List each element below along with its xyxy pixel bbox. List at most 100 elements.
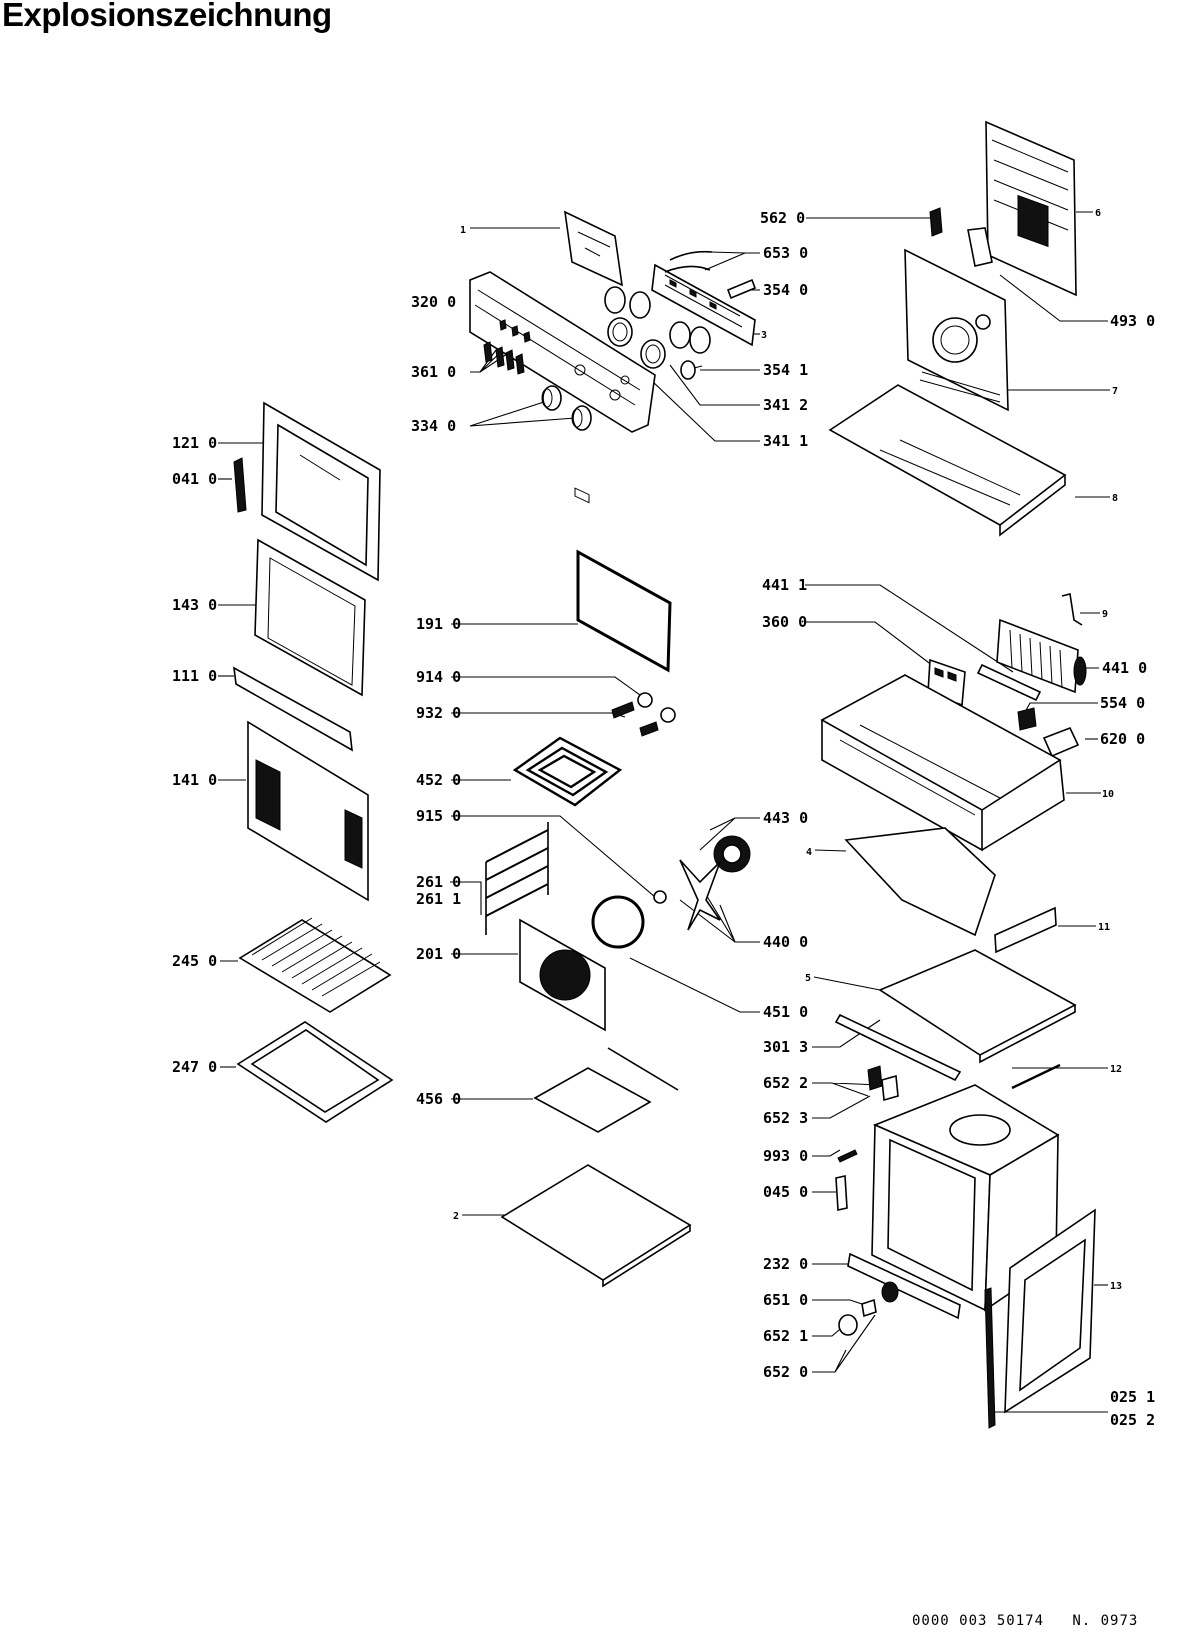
part-261-shelf-supports xyxy=(485,822,549,935)
label-part: 141 0 xyxy=(172,771,217,789)
part-041-hinge xyxy=(233,457,247,513)
label-part: 443 0 xyxy=(763,809,808,827)
label-part: 652 2 xyxy=(763,1074,808,1092)
part-201-fan-cover xyxy=(519,918,606,1032)
label-part: 456 0 xyxy=(416,1090,461,1108)
label-part: 261 1 xyxy=(416,890,461,908)
part-3-switch-board xyxy=(651,263,756,347)
page-title: Explosionszeichnung xyxy=(2,0,332,33)
part-7-rear-panel xyxy=(904,248,1009,412)
part-labels: 1 320 0 361 0 334 0 562 0 653 0 354 0 3 … xyxy=(172,208,1155,1429)
label-part: 341 2 xyxy=(763,396,808,414)
part-441-1-bar xyxy=(976,663,1042,702)
label-part: 201 0 xyxy=(416,945,461,963)
part-651-lamp-socket xyxy=(861,1298,877,1318)
label-part: 111 0 xyxy=(172,667,217,685)
label-part: 4 xyxy=(806,847,812,858)
part-334-knobs xyxy=(541,385,592,431)
label-part: 915 0 xyxy=(416,807,461,825)
part-652-2-lamp-cover xyxy=(867,1065,883,1091)
footer-revision: N. 0973 xyxy=(1072,1613,1139,1629)
label-part: 121 0 xyxy=(172,434,217,452)
part-143-inner-glass xyxy=(254,538,366,697)
part-354-0 xyxy=(726,278,757,300)
label-part: 1 xyxy=(460,225,466,236)
part-452-grill-element xyxy=(512,736,623,807)
label-part: 12 xyxy=(1110,1064,1122,1075)
label-part: 554 0 xyxy=(1100,694,1145,712)
part-selector-rings xyxy=(604,286,711,369)
label-part: 5 xyxy=(805,973,811,984)
part-554-switch xyxy=(1017,707,1037,731)
label-part: 334 0 xyxy=(411,417,456,435)
part-1-control-overlay xyxy=(564,210,623,504)
label-part: 025 2 xyxy=(1110,1411,1155,1429)
leader-lines xyxy=(218,211,1110,1413)
label-part: 452 0 xyxy=(416,771,461,789)
part-12-rod xyxy=(1011,1063,1061,1090)
label-part: 652 1 xyxy=(763,1327,808,1345)
part-361-clips xyxy=(483,341,525,375)
part-5-base-plate xyxy=(878,949,1077,1064)
label-part: 360 0 xyxy=(762,613,807,631)
label-part: 232 0 xyxy=(763,1255,808,1273)
part-443-fan-motor xyxy=(713,835,751,873)
part-653-wires xyxy=(664,250,713,273)
part-562-clip xyxy=(929,207,943,237)
label-part: 13 xyxy=(1110,1281,1122,1292)
part-8-top-panel xyxy=(828,384,1067,537)
label-part: 143 0 xyxy=(172,596,217,614)
part-247-baking-tray xyxy=(236,1021,394,1123)
label-part: 7 xyxy=(1112,386,1118,397)
label-part: 320 0 xyxy=(411,293,456,311)
label-part: 441 1 xyxy=(762,576,807,594)
label-part: 191 0 xyxy=(416,615,461,633)
part-245-wire-rack xyxy=(238,917,392,1013)
label-part: 341 1 xyxy=(763,432,808,450)
label-part: 247 0 xyxy=(172,1058,217,1076)
label-part: 653 0 xyxy=(763,244,808,262)
part-045-hinge-receiver xyxy=(835,1175,848,1211)
label-part: 261 0 xyxy=(416,873,461,891)
label-part: 6 xyxy=(1095,208,1101,219)
part-993-screw xyxy=(837,1149,858,1163)
part-4-side-panel xyxy=(844,827,996,937)
part-11-bracket xyxy=(994,906,1057,954)
label-part: 652 3 xyxy=(763,1109,808,1127)
label-part: 620 0 xyxy=(1100,730,1145,748)
part-320-front-panel xyxy=(469,271,656,433)
part-232-front-frame xyxy=(847,1252,961,1320)
part-13-side-panel xyxy=(1004,1208,1096,1414)
label-part: 025 1 xyxy=(1110,1388,1155,1406)
label-part: 652 0 xyxy=(763,1363,808,1381)
label-part: 041 0 xyxy=(172,470,217,488)
label-part: 993 0 xyxy=(763,1147,808,1165)
label-part: 932 0 xyxy=(416,704,461,722)
label-part: 2 xyxy=(453,1211,459,1222)
part-9-bracket xyxy=(1061,593,1083,626)
label-part: 045 0 xyxy=(763,1183,808,1201)
part-10-control-housing xyxy=(820,674,1065,852)
label-part: 914 0 xyxy=(416,668,461,686)
label-part: 9 xyxy=(1102,609,1108,620)
part-111-door-strip xyxy=(233,666,353,752)
part-121-door-frame xyxy=(261,401,381,582)
label-part: 10 xyxy=(1102,789,1114,800)
part-456-grill-tray xyxy=(533,1047,679,1133)
label-part: 3 xyxy=(761,330,767,341)
part-493 xyxy=(967,227,993,267)
part-914-932-nuts-springs xyxy=(611,692,676,737)
document-footer: 0000 003 50174 N. 0973 xyxy=(912,1613,1138,1629)
part-191-door-seal xyxy=(576,549,672,673)
label-part: 451 0 xyxy=(763,1003,808,1021)
part-354-1-lamp xyxy=(680,360,703,380)
part-652-0-lamp xyxy=(881,1281,899,1303)
part-451-ring-element xyxy=(591,895,645,949)
label-part: 441 0 xyxy=(1102,659,1147,677)
label-part: 354 0 xyxy=(763,281,808,299)
footer-doc-number: 0000 003 50174 xyxy=(912,1613,1045,1629)
part-620-relay xyxy=(1042,726,1080,758)
part-141-outer-door xyxy=(247,720,369,902)
part-2-bottom-plate xyxy=(500,1164,692,1288)
